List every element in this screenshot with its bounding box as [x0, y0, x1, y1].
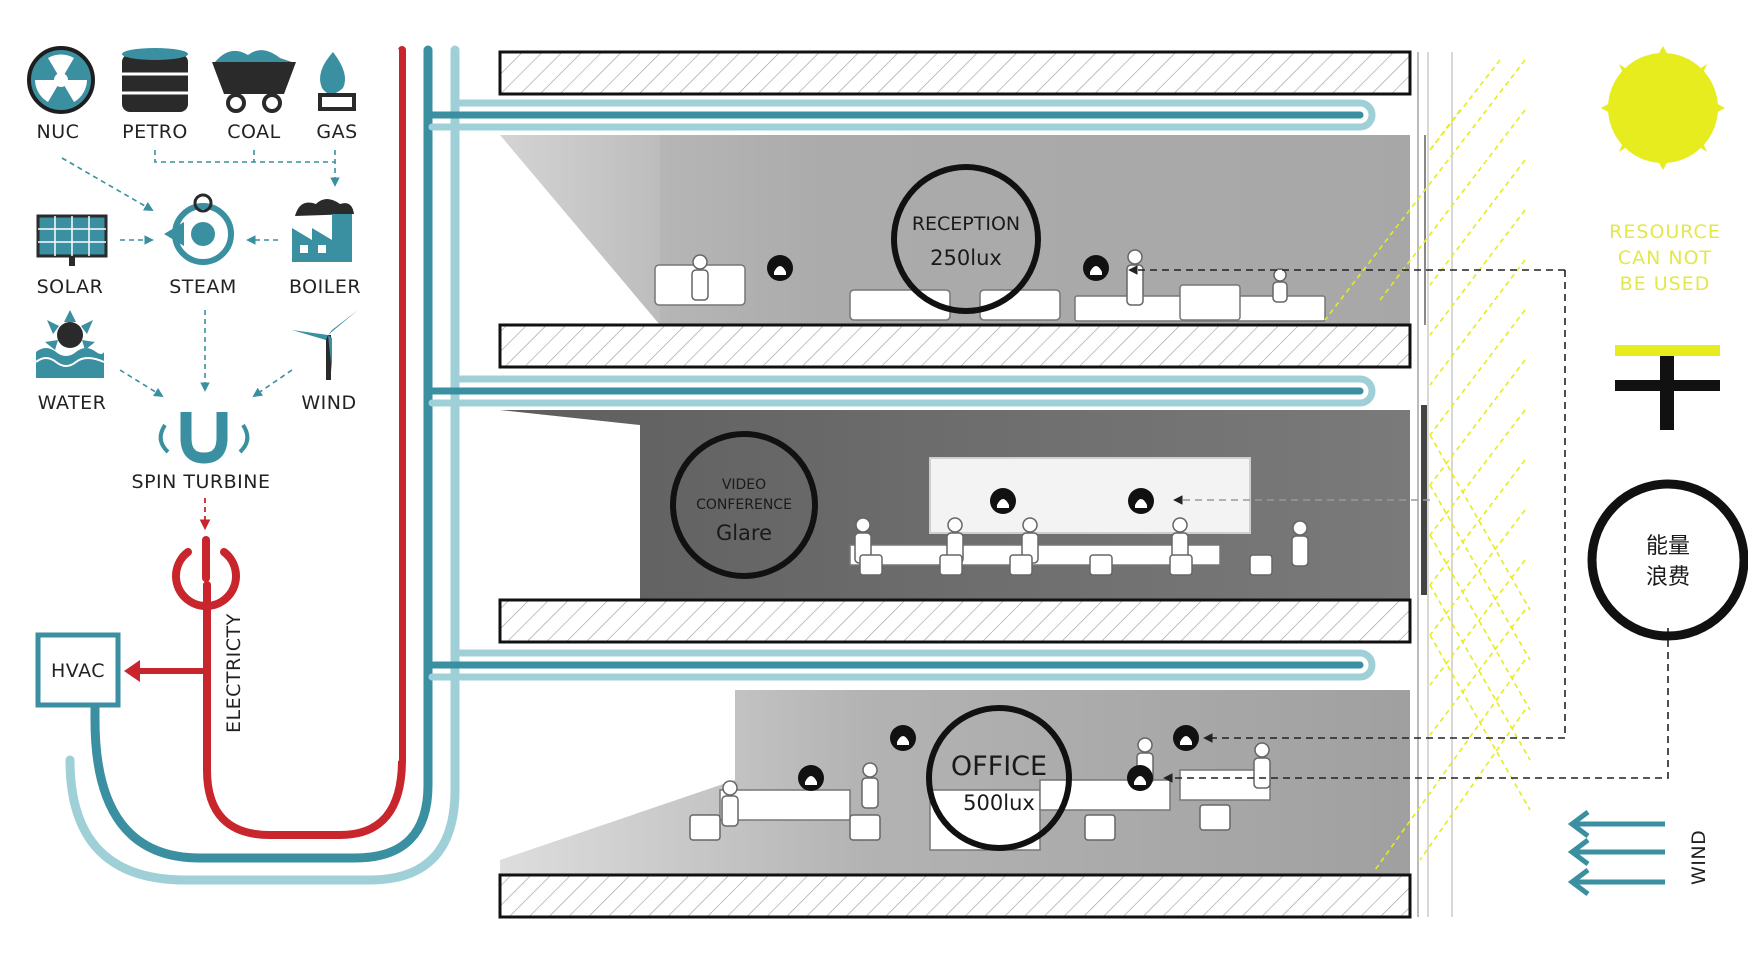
solar-panel-icon — [36, 214, 108, 266]
office-name: OFFICE — [951, 751, 1047, 782]
turbine-magnet-icon — [158, 412, 250, 464]
plus-icon — [1615, 345, 1720, 430]
wind-side-label: WIND — [1688, 830, 1710, 885]
boiler-label: BOILER — [289, 276, 361, 298]
people — [691, 249, 1309, 827]
resource-line1: RESOURCE — [1609, 221, 1721, 243]
hydro-water-icon — [35, 310, 105, 378]
conference-label-group: VIDEO CONFERENCE Glare — [670, 431, 818, 579]
roof-slab — [498, 50, 1412, 96]
wind-arrows — [1567, 810, 1665, 896]
source-flow-arrows — [61, 150, 340, 398]
spin-turbine-label: SPIN TURBINE — [132, 471, 271, 493]
steam-engine-icon — [164, 193, 234, 265]
light-bulb-icon — [890, 725, 916, 751]
resource-line2: CAN NOT — [1618, 247, 1712, 269]
reception-name: RECEPTION — [912, 213, 1020, 235]
wind-label: WIND — [301, 392, 356, 414]
factory-boiler-icon — [292, 199, 354, 262]
sunlight-rays — [1324, 59, 1531, 871]
waste-flow-lines — [1128, 265, 1669, 783]
power-icon — [172, 536, 240, 610]
coal-label: COAL — [227, 121, 280, 143]
light-bulb-icon — [767, 255, 793, 281]
office-lux: 500lux — [963, 791, 1035, 815]
light-bulb-icon — [1173, 725, 1199, 751]
petrol-barrels-icon — [122, 48, 188, 112]
nuclear-icon — [27, 46, 95, 114]
reception-label-group: RECEPTION 250lux — [891, 164, 1041, 314]
waste-line2: 浪费 — [1646, 565, 1690, 590]
waste-line1: 能量 — [1646, 534, 1690, 559]
electricity-label: ELECTRICTY — [223, 613, 245, 733]
energy-waste-group: 能量 浪费 — [1587, 479, 1748, 641]
slab-level-1 — [498, 598, 1412, 644]
hvac-box: HVAC — [35, 632, 121, 708]
ground-slab — [498, 873, 1412, 919]
water-label: WATER — [38, 392, 107, 414]
reception-lux: 250lux — [930, 246, 1002, 270]
coal-cart-icon — [212, 50, 296, 113]
electricity-to-hvac-arrow — [124, 660, 207, 682]
petro-label: PETRO — [122, 121, 188, 143]
light-bulb-icon — [990, 488, 1016, 514]
conference-note: Glare — [716, 521, 772, 545]
pipes — [65, 45, 1376, 885]
light-bulb-icon — [798, 765, 824, 791]
sun-icon — [1601, 46, 1725, 170]
office-label-group: OFFICE 500lux — [926, 705, 1072, 851]
nuc-label: NUC — [37, 121, 80, 143]
gas-flame-icon — [318, 52, 356, 111]
slab-level-2 — [498, 323, 1412, 369]
gas-label: GAS — [316, 121, 357, 143]
building-section: RECEPTION 250lux VIDEO CONFERENCE Glare … — [498, 50, 1453, 919]
solar-label: SOLAR — [37, 276, 104, 298]
light-bulb-icon — [1083, 255, 1109, 281]
light-bulb-icon — [1127, 765, 1153, 791]
steam-label: STEAM — [169, 276, 237, 298]
wind-turbine-icon — [292, 310, 358, 380]
hvac-label: HVAC — [51, 660, 105, 682]
light-bulb-icons — [767, 255, 1199, 791]
light-bulb-icon — [1128, 488, 1154, 514]
conference-line1: VIDEO — [722, 477, 766, 493]
conference-line2: CONFERENCE — [696, 497, 792, 513]
chairs — [689, 554, 1273, 841]
conference-screen — [929, 457, 1251, 534]
resource-line3: BE USED — [1620, 273, 1711, 295]
